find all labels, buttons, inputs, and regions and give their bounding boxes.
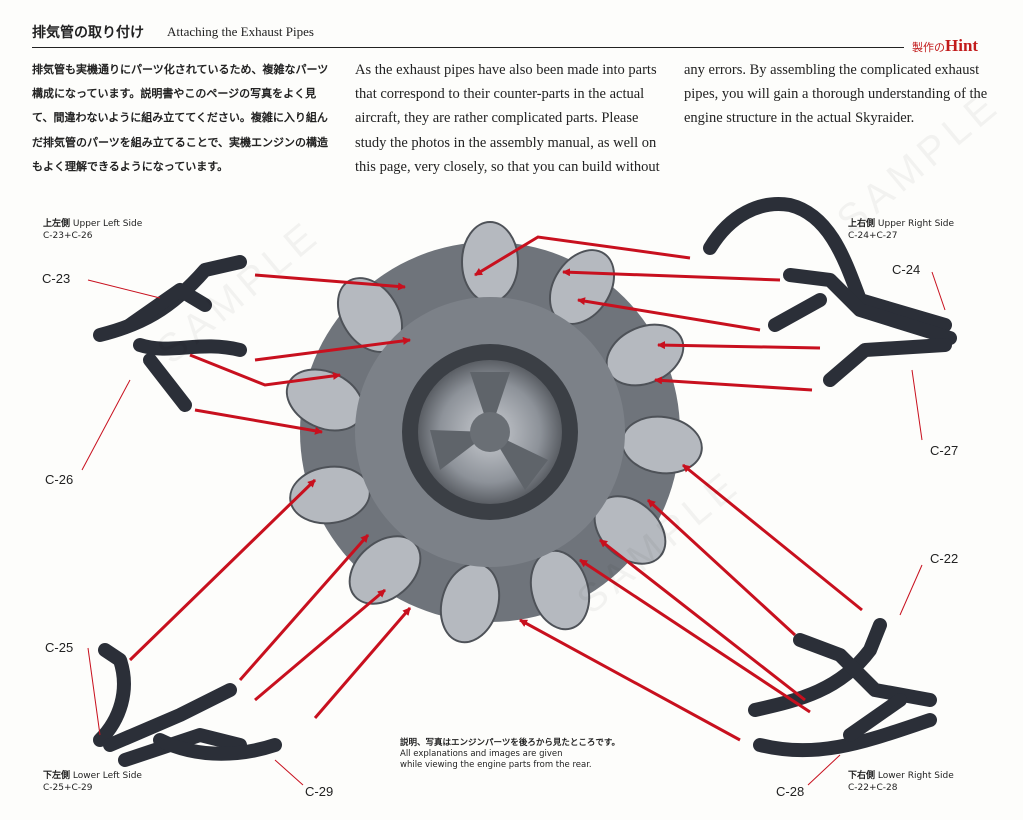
part-label-c23: C-23 xyxy=(42,271,71,286)
section-upper-left-parts: C-23+C-26 xyxy=(43,231,93,241)
section-upper-left-en: Upper Left Side xyxy=(72,219,143,229)
section-label-lower-left: 下左側 Lower Left Side C-25+C-29 xyxy=(43,770,142,794)
arrows-lower-right xyxy=(519,463,863,742)
page-title-en: Attaching the Exhaust Pipes xyxy=(167,24,314,39)
pipe-group-lower-right xyxy=(748,618,937,758)
part-label-c24: C-24 xyxy=(892,262,921,277)
section-label-upper-left: 上左側 Upper Left Side C-23+C-26 xyxy=(43,218,142,242)
hint-badge: 製作のHint xyxy=(912,36,978,56)
arrows-upper-left xyxy=(189,273,411,435)
part-label-c22: C-22 xyxy=(930,551,959,566)
intro-text-jp: 排気管も実機通りにパーツ化されているため、複雑なパーツ構成になっています。説明書… xyxy=(32,63,329,173)
part-label-c29: C-29 xyxy=(305,784,334,799)
section-upper-right-en: Upper Right Side xyxy=(877,219,955,229)
part-label-c27: C-27 xyxy=(930,443,959,458)
part-label-c26: C-26 xyxy=(45,472,74,487)
viewing-note-jp: 説明、写真はエンジンパーツを後ろから見たところです。 xyxy=(400,738,620,748)
viewing-note: 説明、写真はエンジンパーツを後ろから見たところです。 All explanati… xyxy=(400,738,620,771)
radial-engine xyxy=(285,221,703,644)
section-upper-right-parts: C-24+C-27 xyxy=(848,231,898,241)
section-lower-right-en: Lower Right Side xyxy=(877,771,954,781)
pipe-group-upper-right xyxy=(703,197,957,387)
section-label-lower-right: 下右側 Lower Right Side C-22+C-28 xyxy=(848,770,954,794)
hint-badge-jp: 製作の xyxy=(912,42,945,54)
intro-text-en-col2: any errors. By assembling the complicate… xyxy=(684,62,988,127)
header-rule xyxy=(32,47,904,48)
intro-text-en-col1: As the exhaust pipes have also been made… xyxy=(355,62,660,175)
arrows-upper-right xyxy=(474,235,821,392)
pipe-group-upper-left xyxy=(93,255,247,412)
part-label-c28: C-28 xyxy=(776,784,805,799)
section-lower-right-jp: 下右側 xyxy=(848,771,876,781)
viewing-note-en2: while viewing the engine parts from the … xyxy=(400,760,592,770)
arrows-lower-left xyxy=(128,478,412,719)
page-title-jp: 排気管の取り付け xyxy=(32,25,144,41)
section-label-upper-right: 上右側 Upper Right Side C-24+C-27 xyxy=(848,218,954,242)
hint-badge-en: Hint xyxy=(945,36,979,55)
pipe-group-lower-left xyxy=(93,643,282,767)
section-upper-right-jp: 上右側 xyxy=(848,219,876,229)
leader-lines xyxy=(81,271,946,786)
section-lower-left-jp: 下左側 xyxy=(43,771,71,781)
part-label-c25: C-25 xyxy=(45,640,74,655)
section-upper-left-jp: 上左側 xyxy=(43,219,71,229)
section-lower-right-parts: C-22+C-28 xyxy=(848,783,898,793)
section-lower-left-parts: C-25+C-29 xyxy=(43,783,93,793)
section-lower-left-en: Lower Left Side xyxy=(72,771,142,781)
viewing-note-en1: All explanations and images are given xyxy=(400,749,563,759)
